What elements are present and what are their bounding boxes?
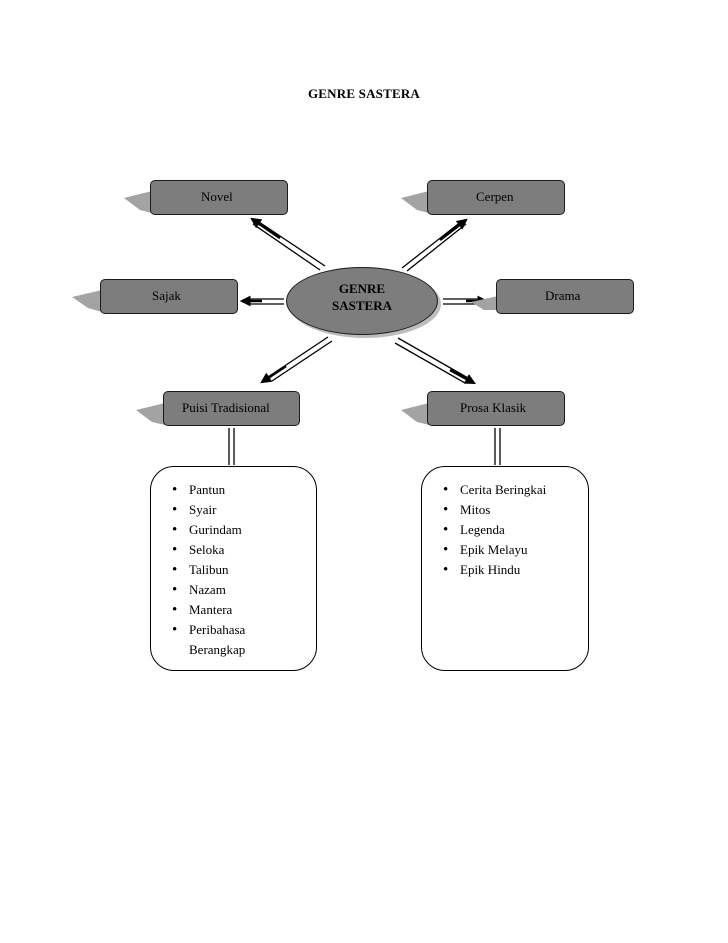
list-item-line: Berangkap <box>189 642 246 657</box>
node-drama-label: Drama <box>545 288 581 303</box>
list-item-line: Peribahasa <box>189 622 246 637</box>
list-item: Seloka <box>151 540 316 560</box>
center-node: GENRE SASTERA <box>286 267 440 337</box>
page-title: GENRE SASTERA <box>307 86 421 101</box>
list-item: Legenda <box>422 520 588 540</box>
center-label-line2: SASTERA <box>332 298 392 313</box>
list-item: Mitos <box>422 500 588 520</box>
node-novel: Novel <box>150 180 288 215</box>
list-item: Nazam <box>151 580 316 600</box>
node-puisi-tradisional-label: Puisi Tradisional <box>182 400 270 415</box>
list-item: Gurindam <box>151 520 316 540</box>
list-item: Epik Melayu <box>422 540 588 560</box>
list-item: Pantun <box>151 480 316 500</box>
node-cerpen: Cerpen <box>427 180 565 215</box>
node-prosa-klasik: Prosa Klasik <box>427 391 565 426</box>
node-puisi-tradisional: Puisi Tradisional <box>163 391 300 426</box>
list-item: Cerita Beringkai <box>422 480 588 500</box>
list-item: Mantera <box>151 600 316 620</box>
prosa-klasik-list: Cerita Beringkai Mitos Legenda Epik Mela… <box>422 480 588 580</box>
center-label: GENRE SASTERA <box>286 280 438 314</box>
center-label-line1: GENRE <box>338 281 386 296</box>
node-drama: Drama <box>496 279 634 314</box>
list-item: Syair <box>151 500 316 520</box>
center-ellipse <box>286 267 438 335</box>
node-sajak: Sajak <box>100 279 238 314</box>
node-cerpen-label: Cerpen <box>476 189 514 204</box>
puisi-tradisional-list-box: Pantun Syair Gurindam Seloka Talibun Naz… <box>150 466 317 671</box>
list-item: Epik Hindu <box>422 560 588 580</box>
node-sajak-label: Sajak <box>152 288 181 303</box>
puisi-tradisional-list: Pantun Syair Gurindam Seloka Talibun Naz… <box>151 480 316 660</box>
node-prosa-klasik-label: Prosa Klasik <box>460 400 527 415</box>
list-item: Talibun <box>151 560 316 580</box>
list-item: Peribahasa Berangkap <box>151 620 316 660</box>
node-novel-label: Novel <box>201 189 233 204</box>
prosa-klasik-list-box: Cerita Beringkai Mitos Legenda Epik Mela… <box>421 466 589 671</box>
